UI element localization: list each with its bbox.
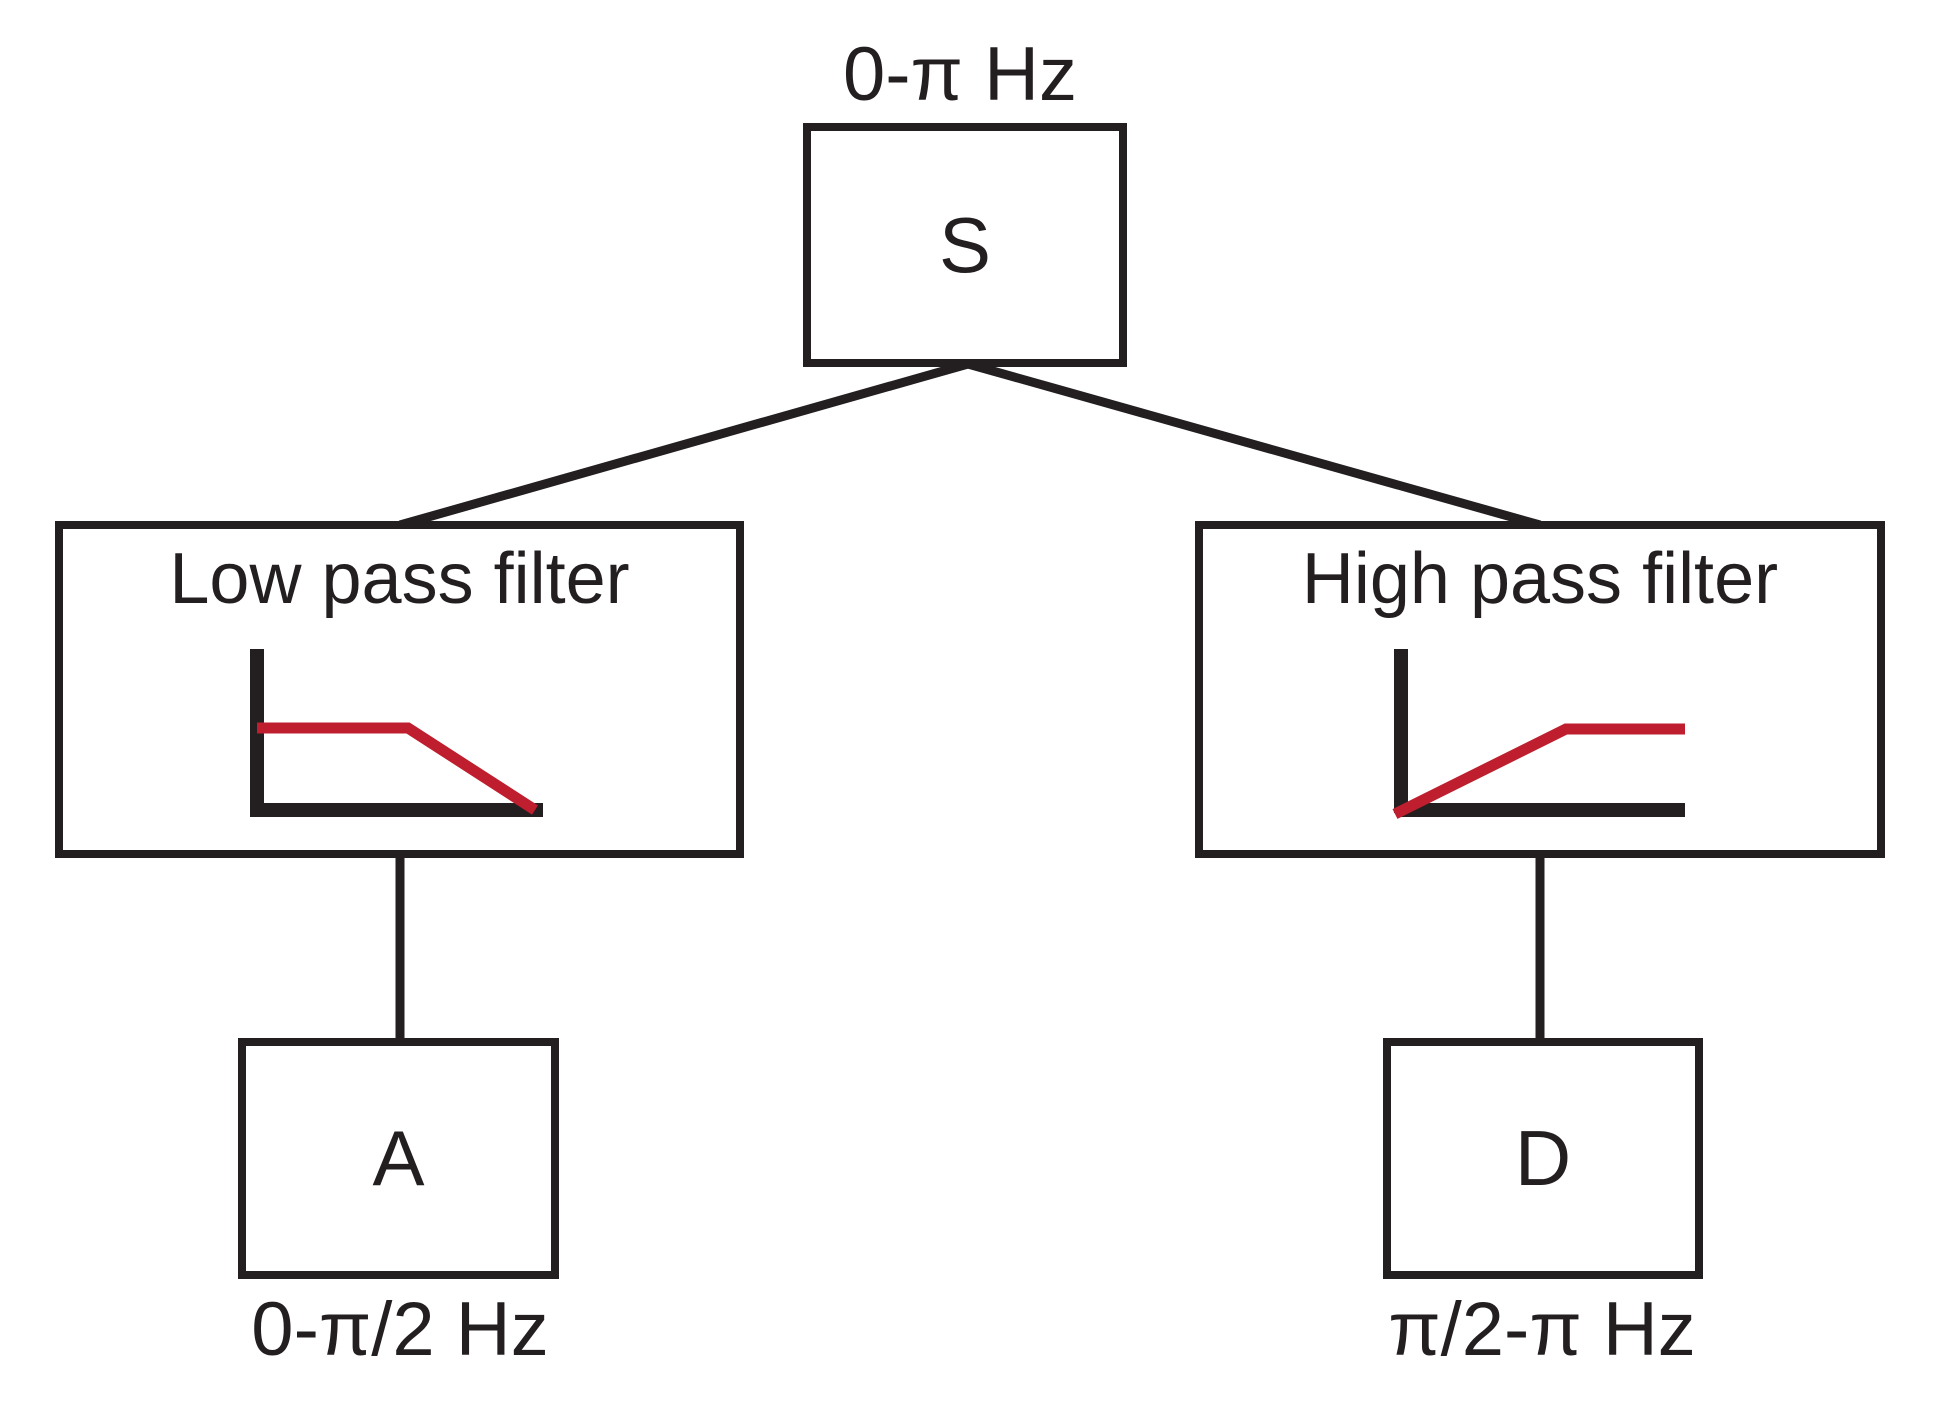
edge-s-to-lowpass <box>398 359 970 530</box>
detail-box-label: D <box>1514 1114 1572 1202</box>
highpass-filter-box: High pass filter <box>1195 521 1885 858</box>
highpass-response-icon <box>1392 649 1685 819</box>
detail-frequency-label: π/2-π Hz <box>1388 1287 1696 1372</box>
approximation-box: A <box>238 1038 559 1279</box>
approximation-frequency-label: 0-π/2 Hz <box>251 1287 549 1372</box>
lowpass-response-icon <box>250 649 543 817</box>
edge-s-to-highpass <box>966 359 1542 530</box>
root-frequency-label: 0-π Hz <box>842 32 1077 117</box>
lowpass-filter-title: Low pass filter <box>169 539 630 619</box>
lowpass-filter-box: Low pass filter <box>55 521 744 858</box>
source-box-label: S <box>938 200 992 289</box>
highpass-response-curve <box>1392 723 1685 819</box>
highpass-filter-title: High pass filter <box>1301 539 1779 619</box>
detail-box: D <box>1383 1038 1703 1279</box>
lowpass-response-curve <box>257 722 538 815</box>
approximation-box-label: A <box>372 1114 425 1202</box>
source-box: S <box>803 123 1127 367</box>
